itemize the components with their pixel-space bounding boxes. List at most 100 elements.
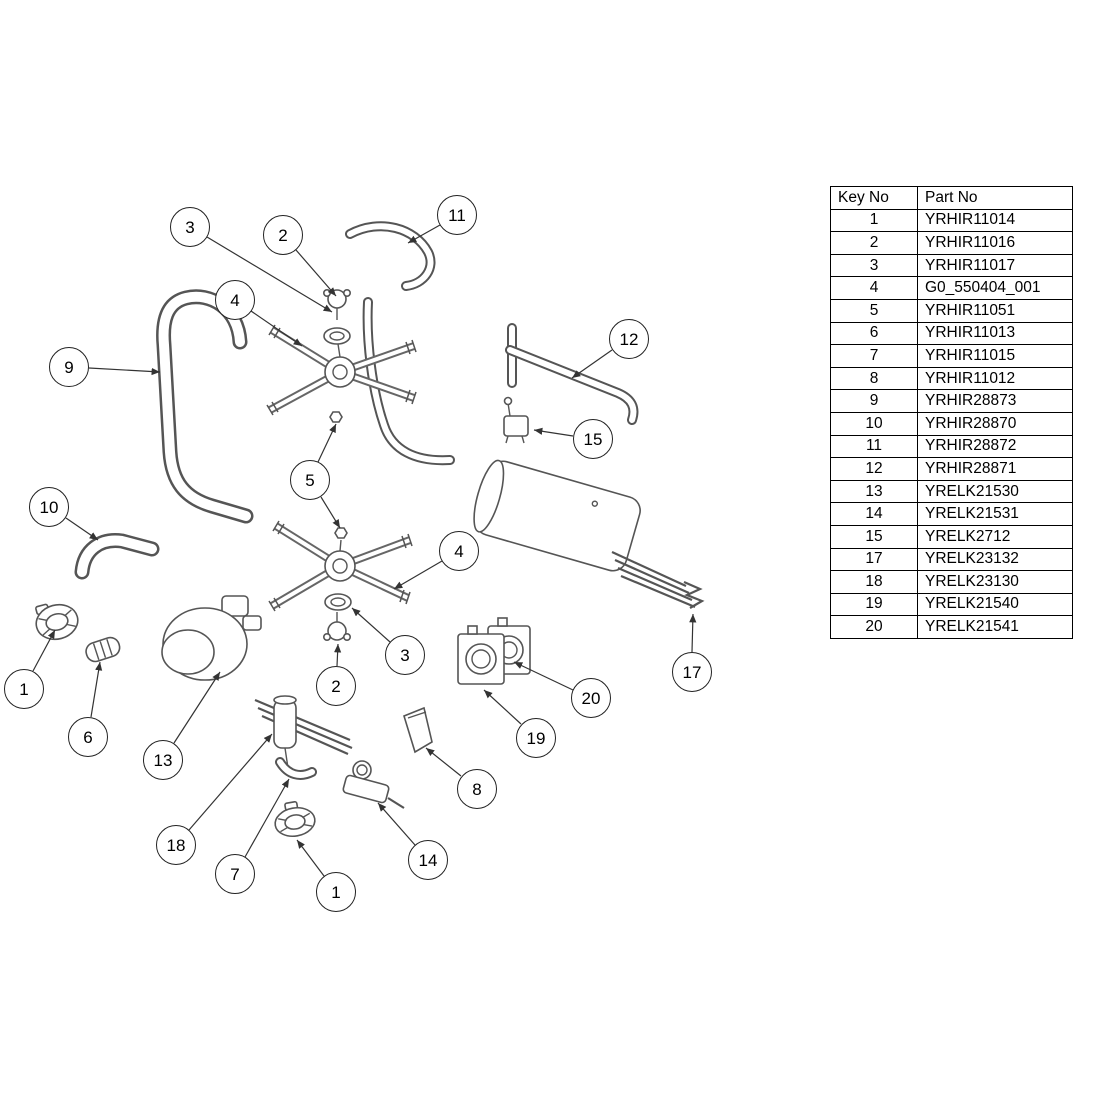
key-no-cell: 14 — [830, 502, 918, 526]
key-no-cell: 17 — [830, 547, 918, 572]
part-11-hook-tube — [345, 221, 455, 466]
part-no-cell: YRELK23132 — [917, 547, 1073, 572]
part-no-cell: YRELK21530 — [917, 479, 1073, 504]
callout-balloon-9: 9 — [49, 347, 89, 387]
part-no-cell: YRELK21540 — [917, 592, 1073, 617]
key-no-cell: 3 — [830, 253, 918, 278]
callout-balloon-13: 13 — [143, 740, 183, 780]
part-6-sleeve — [85, 636, 121, 663]
part-no-cell: YRHIR28871 — [917, 457, 1073, 481]
heater-cylinder — [473, 459, 705, 609]
part-no-cell: YRHIR11016 — [917, 231, 1073, 255]
callout-balloon-4: 4 — [215, 280, 255, 320]
part-15-valve — [503, 396, 529, 444]
part-1-cap-lower — [274, 800, 316, 838]
callout-balloon-2: 2 — [263, 215, 303, 255]
part-no-cell: YRHIR11012 — [917, 366, 1073, 391]
callout-balloon-17: 17 — [672, 652, 712, 692]
key-no-cell: 2 — [830, 231, 918, 255]
key-no-cell: 7 — [830, 344, 918, 368]
part-14-tee — [342, 760, 405, 809]
key-no-cell: 20 — [830, 615, 918, 639]
leader-lines — [32, 224, 697, 877]
part-no-cell: YRELK21541 — [917, 615, 1073, 639]
callout-balloon-12: 12 — [609, 319, 649, 359]
callout-balloon-20: 20 — [571, 678, 611, 718]
part-9-bent-tube — [156, 289, 254, 524]
callout-balloon-1: 1 — [316, 872, 356, 912]
key-no-cell: 9 — [830, 389, 918, 413]
part-no-cell: YRHIR11015 — [917, 344, 1073, 368]
key-no-cell: 8 — [830, 366, 918, 391]
part-2-fitting-upper — [322, 288, 351, 320]
upper-manifold — [266, 288, 417, 423]
part-no-cell: YRELK23130 — [917, 570, 1073, 594]
part-no-cell: YRHIR28870 — [917, 411, 1073, 436]
callout-balloon-11: 11 — [437, 195, 477, 235]
table-header-row: Key No Part No — [830, 186, 1073, 210]
callout-balloon-18: 18 — [156, 825, 196, 865]
key-no-cell: 11 — [830, 434, 918, 459]
part-no-cell: YRHIR11014 — [917, 208, 1073, 233]
part-5-nut-upper — [329, 411, 343, 423]
part-3-ring-upper — [323, 327, 351, 345]
key-no-cell: 4 — [830, 276, 918, 300]
key-no-cell: 6 — [830, 321, 918, 346]
callout-balloon-15: 15 — [573, 419, 613, 459]
part-no-cell: YRHIR11051 — [917, 298, 1073, 323]
key-no-cell: 15 — [830, 524, 918, 549]
part-12-straight-tube — [505, 323, 639, 425]
part-no-cell: YRHIR11017 — [917, 253, 1073, 278]
key-no-header: Key No — [830, 186, 918, 210]
part-1-cap-left — [35, 603, 79, 641]
part-no-header: Part No — [917, 186, 1073, 210]
key-no-cell: 18 — [830, 570, 918, 594]
key-no-cell: 13 — [830, 479, 918, 504]
callout-balloon-3: 3 — [385, 635, 425, 675]
key-no-cell: 10 — [830, 411, 918, 436]
part-no-cell: YRELK21531 — [917, 502, 1073, 526]
callout-balloon-7: 7 — [215, 854, 255, 894]
part-no-cell: YRELK2712 — [917, 524, 1073, 549]
callout-balloon-3: 3 — [170, 207, 210, 247]
callout-balloon-5: 5 — [290, 460, 330, 500]
callout-balloon-1: 1 — [4, 669, 44, 709]
part-18-electrode-assembly — [254, 695, 353, 780]
part-no-cell: YRHIR11013 — [917, 321, 1073, 346]
key-no-cell: 1 — [830, 208, 918, 233]
part-19-20-modules — [457, 617, 531, 685]
part-8-bracket — [403, 706, 433, 754]
part-13-pump — [161, 595, 262, 681]
part-3-ring-lower — [324, 593, 352, 611]
callout-balloon-14: 14 — [408, 840, 448, 880]
key-no-cell: 5 — [830, 298, 918, 323]
key-no-cell: 12 — [830, 457, 918, 481]
callout-balloon-10: 10 — [29, 487, 69, 527]
part-no-cell: YRHIR28873 — [917, 389, 1073, 413]
part-5-nut-lower — [334, 527, 348, 539]
key-no-cell: 19 — [830, 592, 918, 617]
part-2-fitting-lower — [322, 612, 351, 641]
